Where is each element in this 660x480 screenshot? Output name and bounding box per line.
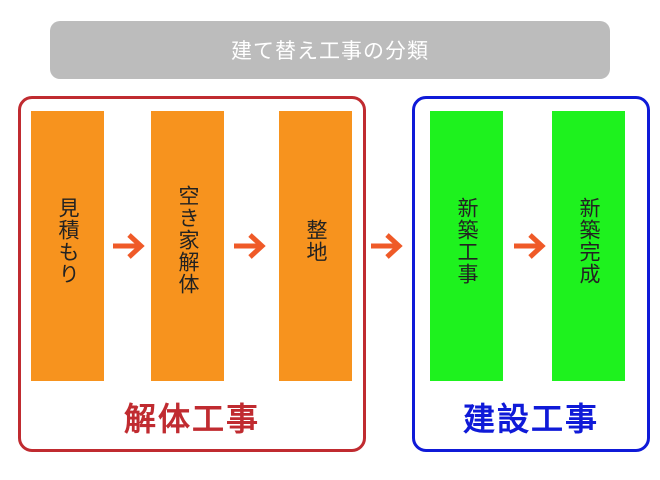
step-completion: 新築完成 — [552, 111, 625, 381]
arrow-right-icon — [230, 229, 270, 263]
step-completion-label: 新築完成 — [577, 197, 601, 285]
arrow-right-icon — [510, 229, 550, 263]
step-land-leveling: 整地 — [279, 111, 352, 381]
step-vacant-house-demolition-label: 空き家解体 — [176, 185, 200, 295]
step-vacant-house-demolition: 空き家解体 — [151, 111, 224, 381]
arrow-right-icon — [367, 229, 407, 263]
step-land-leveling-label: 整地 — [304, 219, 328, 263]
diagram-title: 建て替え工事の分類 — [50, 21, 610, 79]
step-new-construction: 新築工事 — [430, 111, 503, 381]
construction-group-label: 建設工事 — [462, 400, 599, 438]
arrow-right-icon — [109, 229, 149, 263]
step-estimate: 見積もり — [31, 111, 104, 381]
step-estimate-label: 見積もり — [56, 197, 80, 285]
demolition-group-label: 解体工事 — [123, 400, 260, 438]
step-new-construction-label: 新築工事 — [455, 197, 479, 285]
